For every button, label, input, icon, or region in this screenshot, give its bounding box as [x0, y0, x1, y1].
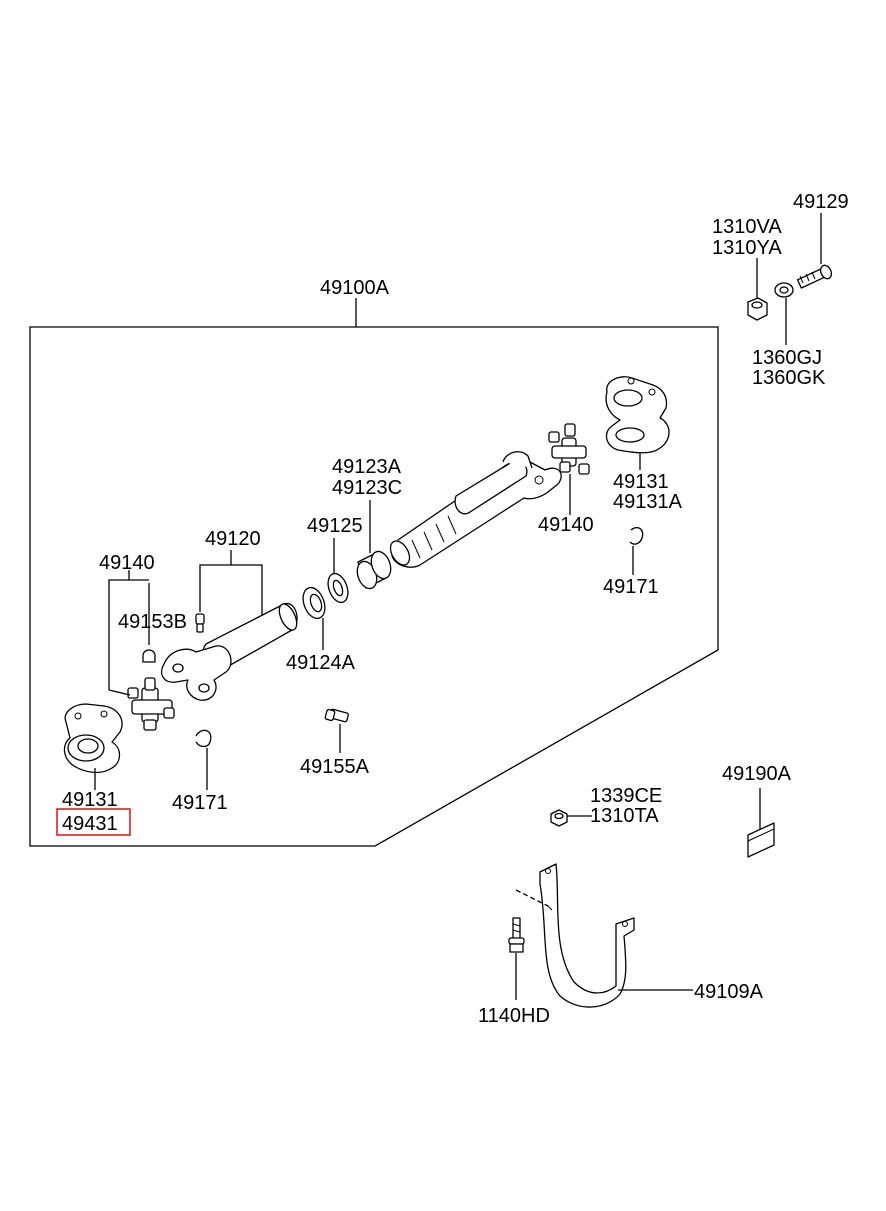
- assembly-label: 49100A: [320, 277, 390, 299]
- washer-1360GJ: [774, 282, 794, 298]
- label-49171-left: 49171: [172, 792, 228, 814]
- label-49123A: 49123A: [332, 456, 402, 478]
- bolt-49129: [796, 264, 833, 289]
- bracket-49140-left: [108, 579, 149, 690]
- label-49109A: 49109A: [694, 981, 764, 1003]
- bracket-49109A: [539, 863, 635, 1008]
- label-49140-right: 49140: [538, 514, 594, 536]
- nut-1310VA: [747, 297, 768, 321]
- bearing-49123A: [356, 550, 392, 590]
- seal-49124A: [302, 586, 326, 620]
- highlight-box: [56, 808, 131, 836]
- label-plate-line: [747, 828, 775, 842]
- label-49140-left: 49140: [99, 552, 155, 574]
- label-1310VA: 1310VA: [712, 216, 782, 238]
- label-49131-right: 49131: [613, 471, 669, 493]
- label-49153B: 49153B: [118, 611, 187, 633]
- label-plate-49190A: [747, 822, 775, 858]
- washer-49125: [327, 572, 349, 604]
- plug-49155A: [324, 708, 349, 723]
- grease-fitting-tube: [195, 613, 205, 633]
- label-1140HD: 1140HD: [478, 1005, 550, 1027]
- label-49124A: 49124A: [286, 652, 356, 674]
- leader-1140HD-dash: [515, 889, 549, 907]
- nut-1339CE: [550, 809, 568, 827]
- universal-joint-left: [127, 677, 175, 731]
- label-49171-right: 49171: [603, 576, 659, 598]
- grease-fitting-49153B: [142, 649, 156, 663]
- snap-ring-left: [195, 729, 212, 748]
- label-1310TA: 1310TA: [590, 805, 659, 827]
- leader-49140-left-a: [108, 689, 131, 696]
- slip-yoke-spline: [389, 451, 562, 568]
- label-49129: 49129: [793, 191, 849, 213]
- label-49120: 49120: [205, 528, 261, 550]
- label-49155A: 49155A: [300, 756, 370, 778]
- label-1360GK: 1360GK: [752, 367, 826, 389]
- assembly-frame: [29, 326, 719, 847]
- bolt-1140HD: [508, 917, 525, 953]
- label-1310YA: 1310YA: [712, 237, 782, 259]
- label-49123C: 49123C: [332, 477, 402, 499]
- flange-yoke-right: [605, 376, 670, 454]
- label-49131-left: 49131: [62, 789, 118, 811]
- snap-ring-right: [629, 526, 644, 545]
- label-49431: 49431: [62, 813, 118, 835]
- label-49131A: 49131A: [613, 491, 683, 513]
- bracket-49120: [199, 564, 263, 615]
- label-49190A: 49190A: [722, 763, 792, 785]
- flange-yoke-left: [63, 703, 123, 774]
- label-1360GJ: 1360GJ: [752, 347, 822, 369]
- label-49125: 49125: [307, 515, 363, 537]
- universal-joint-right: [548, 423, 590, 475]
- driveshaft-tube: [161, 602, 298, 701]
- label-1339CE: 1339CE: [590, 785, 662, 807]
